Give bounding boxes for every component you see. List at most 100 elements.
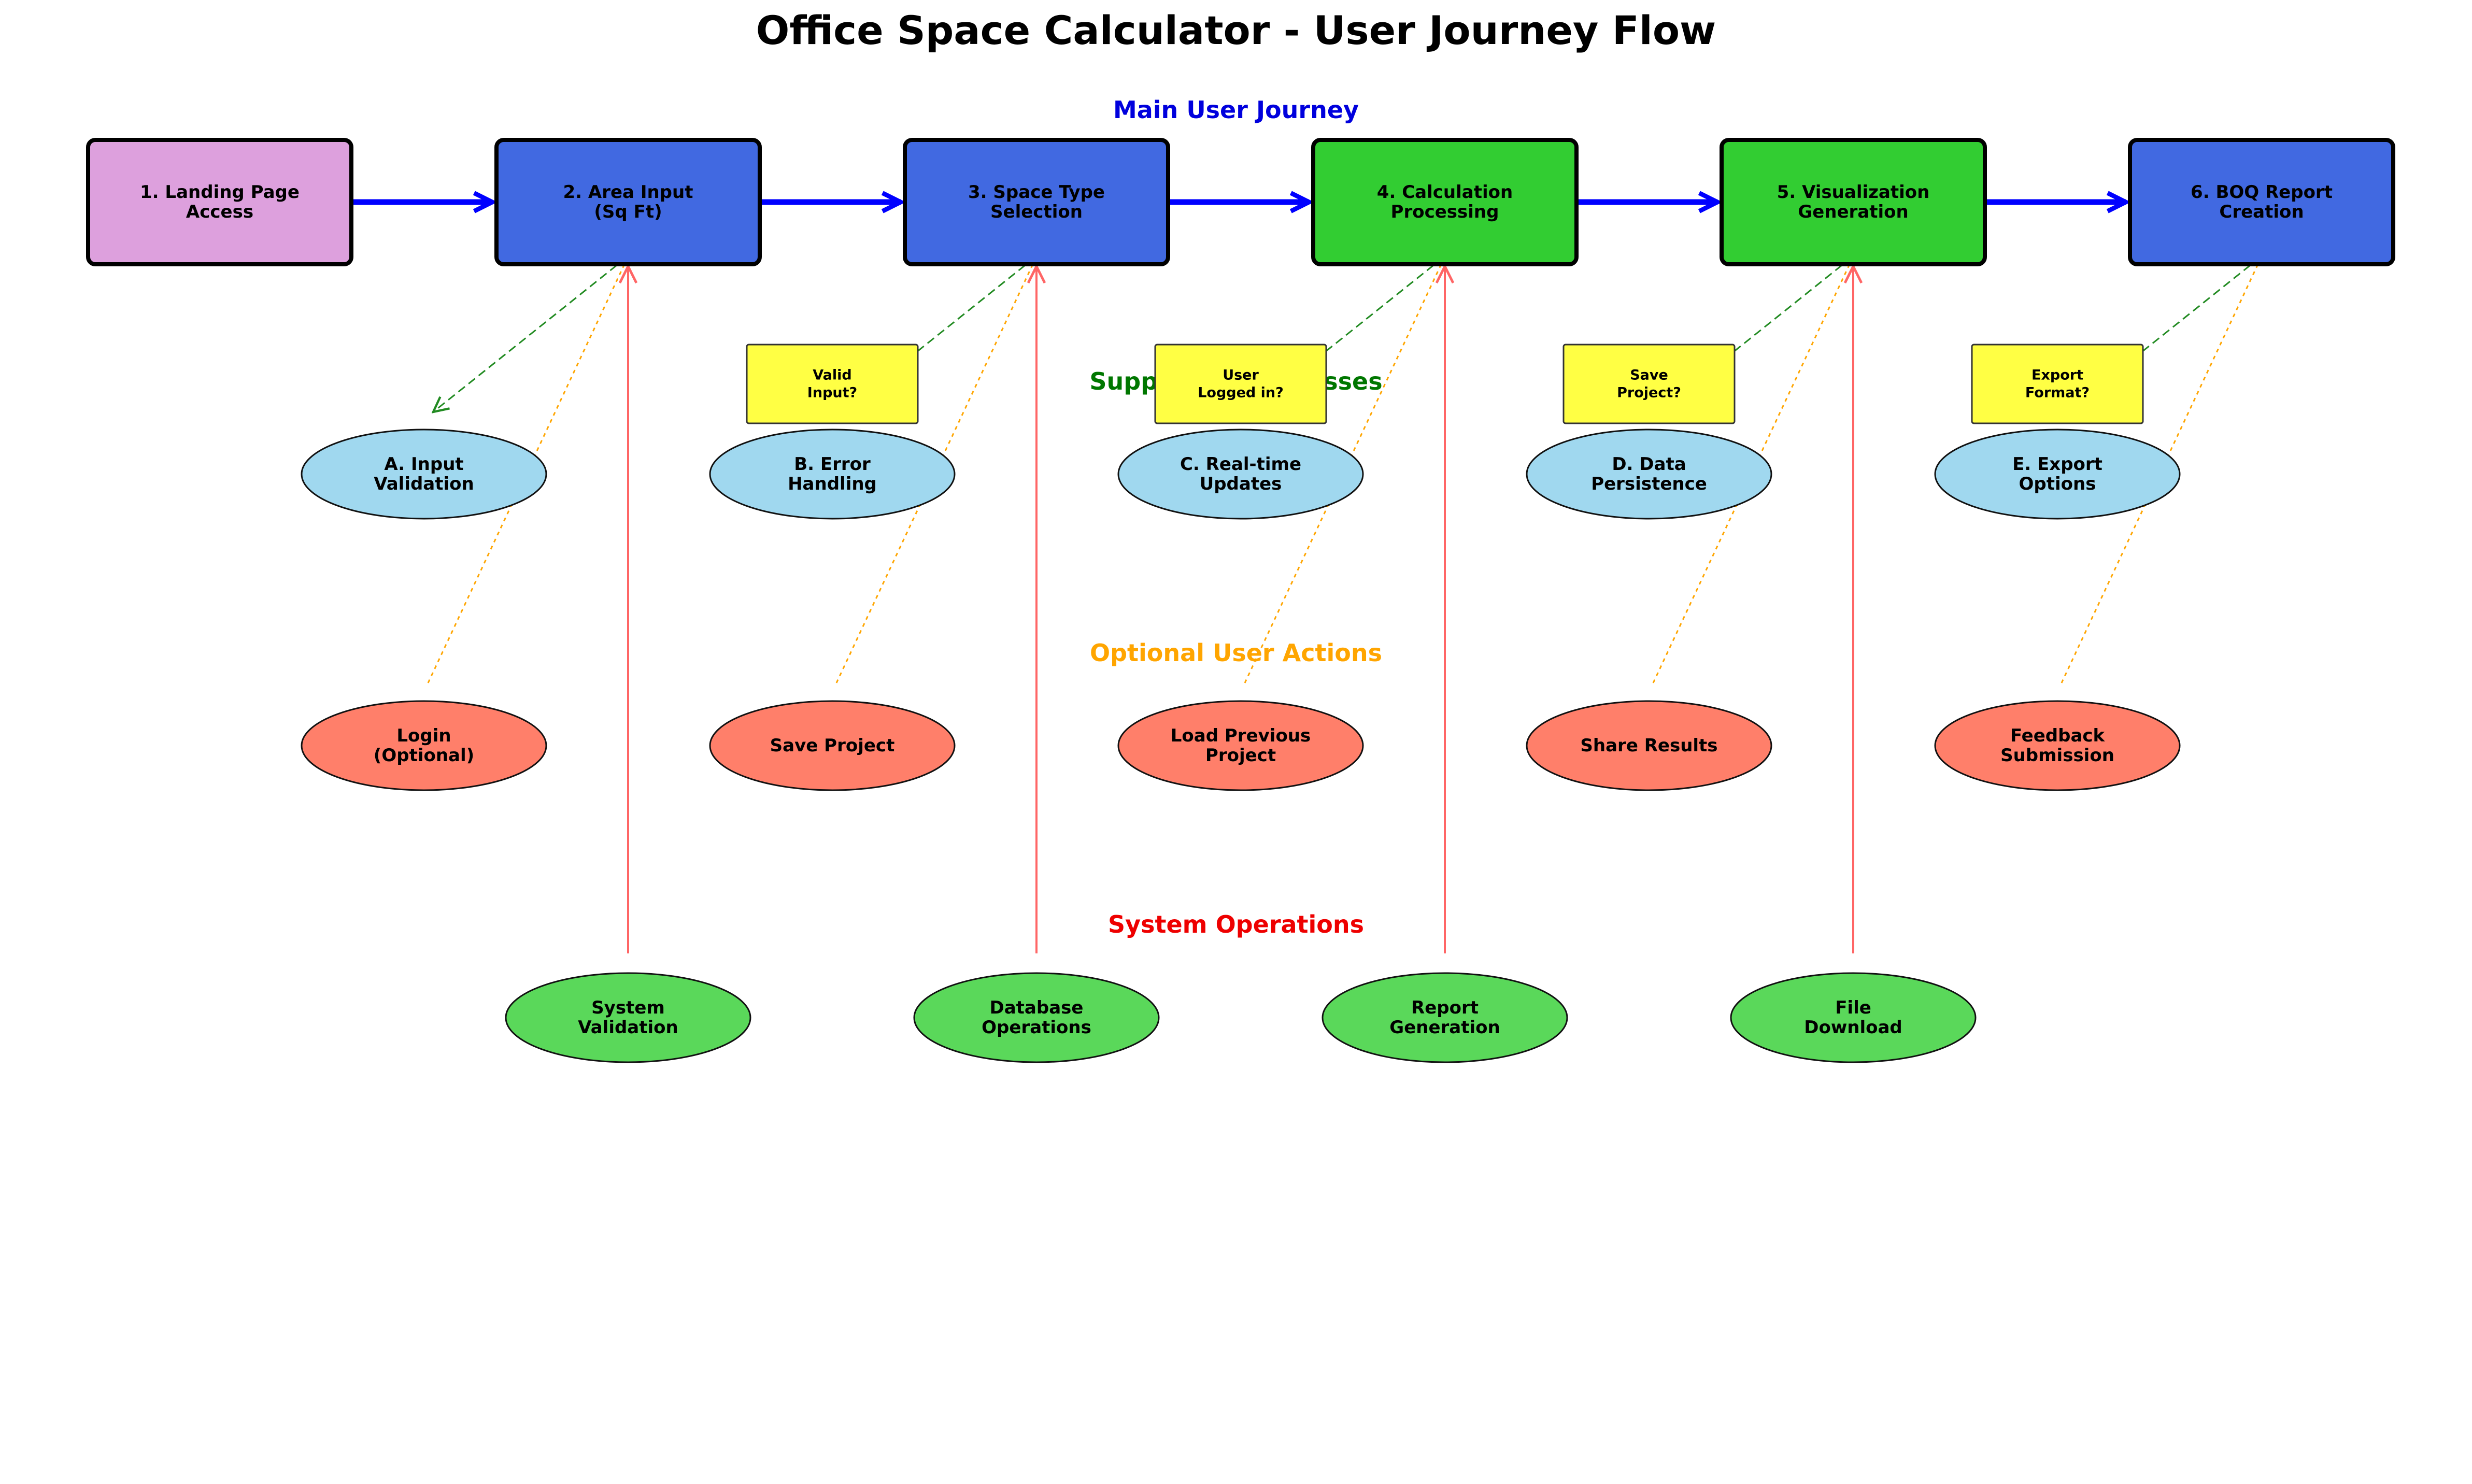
optional-node-ellipse [1526,700,1772,791]
main-step-box [1311,138,1579,266]
main-step-label: (Sq Ft) [594,202,662,222]
support-node-label: B. Error [794,454,871,475]
optional-connector-line [1244,265,1442,683]
system-node-label: Download [1804,1017,1902,1038]
support-node-label: Options [2019,474,2096,494]
decision-label: Logged in? [1198,385,1284,401]
main-step-box [86,138,353,266]
optional-node-label: Login [396,725,451,746]
support-node-ellipse [1934,429,2181,520]
main-step-box [2128,138,2395,266]
support-node-label: Validation [374,474,474,494]
main-step-label: 5. Visualization [1777,182,1930,203]
main-step-label: 3. Space Type [968,182,1105,203]
system-node-label: Database [990,997,1084,1018]
optional-node-ellipse [1934,700,2181,791]
optional-connector-line [427,265,625,683]
support-node-ellipse [1117,429,1364,520]
system-node-ellipse [505,972,751,1063]
decision-label: Project? [1617,385,1681,401]
optional-node-ellipse [709,700,956,791]
main-step-label: 2. Area Input [563,182,693,203]
main-step-box [494,138,762,266]
optional-node-ellipse [301,700,547,791]
decision-label: Export [2031,367,2083,383]
system-node-ellipse [1730,972,1977,1063]
system-node-label: Report [1411,997,1479,1018]
optional-connector-line [835,265,1033,683]
support-node-label: Persistence [1591,474,1707,494]
decision-label: Valid [813,367,851,383]
system-node-label: Validation [578,1017,678,1038]
optional-connector-line [2061,265,2258,683]
optional-node-label: Project [1205,745,1276,766]
support-node-label: Updates [1200,474,1282,494]
support-connector-arrow [433,264,617,412]
optional-node-1: Login(Optional) [301,700,547,791]
optional-node-label: Load Previous [1171,725,1311,746]
support-node-label: A. Input [384,454,463,475]
optional-node-2: Save Project [709,700,956,791]
main-step-box [903,138,1170,266]
main-step-label: 1. Landing Page [140,182,300,203]
optional-node-label: (Optional) [374,745,474,766]
decision-label: Input? [807,385,857,401]
decision-box [1971,344,2144,424]
support-node-label: Handling [788,474,877,494]
section-label-main-journey: Main User Journey [1113,96,1359,124]
optional-node-label: Feedback [2010,725,2106,746]
support-node-label: D. Data [1612,454,1686,475]
support-node-label: C. Real-time [1180,454,1301,475]
system-node-label: Generation [1389,1017,1500,1038]
support-node-label: E. Export [2012,454,2102,475]
optional-node-ellipse [1117,700,1364,791]
system-node-ellipse [913,972,1160,1063]
main-step-label: 4. Calculation [1377,182,1513,203]
main-step-label: Generation [1798,202,1908,222]
main-step-label: Creation [2219,202,2304,222]
optional-node-label: Submission [2000,745,2114,766]
support-node-ellipse [709,429,956,520]
main-step-box [1720,138,1987,266]
optional-node-4: Share Results [1526,700,1772,791]
optional-action-nodes: Login(Optional) Save Project Load Previous… [301,700,2181,791]
main-step-label: Access [186,202,253,222]
main-step-label: Processing [1391,202,1499,222]
support-node-ellipse [1526,429,1772,520]
section-label-optional-actions: Optional User Actions [1090,639,1382,667]
decision-label: Format? [2025,385,2090,401]
decision-box [1154,344,1327,424]
optional-node-label: Save Project [770,735,895,756]
decision-box [1562,344,1736,424]
decision-box [746,344,919,424]
system-node-label: Operations [982,1017,1091,1038]
main-step-label: Selection [990,202,1083,222]
connectors-layer [351,202,2258,953]
decision-label: User [1223,367,1259,383]
diagram-title: Office Space Calculator - User Journey F… [756,7,1716,53]
system-node-ellipse [1322,972,1568,1063]
